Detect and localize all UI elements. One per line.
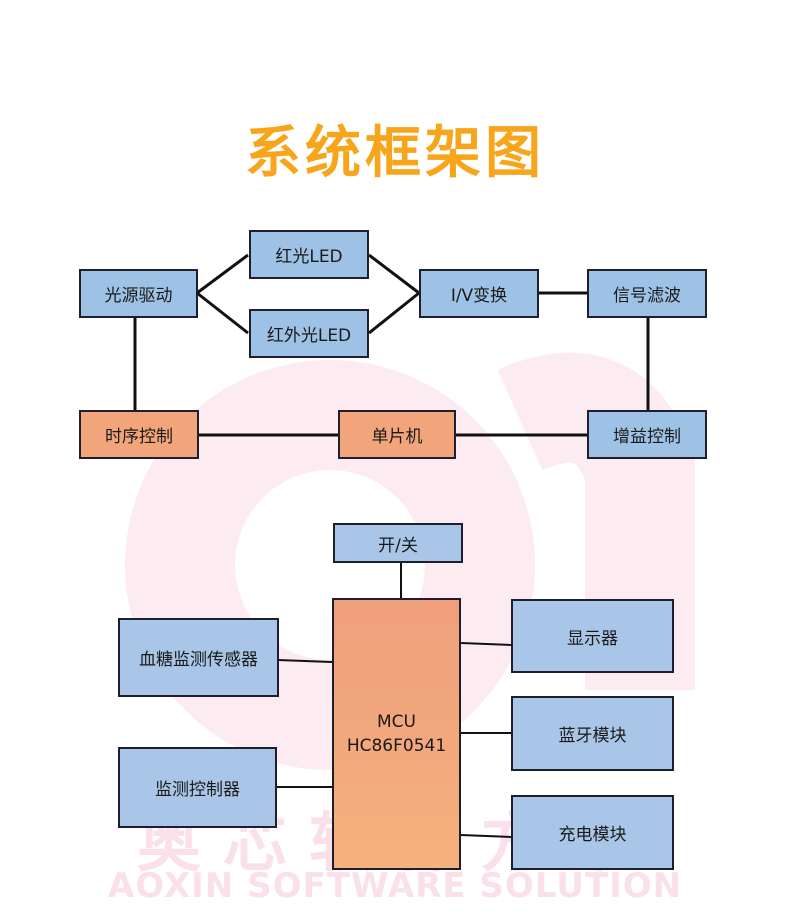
box-gain-control: 增益控制 xyxy=(587,410,707,459)
box-mcu-main: MCU HC86F0541 xyxy=(332,598,461,870)
box-iv-conversion: I/V变换 xyxy=(419,269,539,318)
line-mcu-display xyxy=(460,642,512,646)
box-timing-control: 时序控制 xyxy=(79,410,199,459)
box-glucose-sensor: 血糖监测传感器 xyxy=(118,618,279,697)
box-infrared-led: 红外光LED xyxy=(249,309,369,358)
box-display: 显示器 xyxy=(511,599,674,673)
box-red-led: 红光LED xyxy=(249,230,369,279)
box-monitor-controller: 监测控制器 xyxy=(118,747,277,828)
line-driver-ir xyxy=(196,291,249,335)
mcu-label: MCU xyxy=(377,712,416,732)
box-charging-module: 充电模块 xyxy=(511,795,674,870)
line-sensor-mcu xyxy=(277,659,333,663)
line-red-iv xyxy=(368,253,420,295)
box-bluetooth-module: 蓝牙模块 xyxy=(511,696,674,771)
line-mcu-charging xyxy=(460,834,512,838)
box-mcu-top: 单片机 xyxy=(338,410,456,459)
line-ir-iv xyxy=(368,291,420,335)
box-light-source-driver: 光源驱动 xyxy=(79,269,198,318)
watermark-english: AOXIN SOFTWARE SOLUTION xyxy=(107,866,683,906)
box-switch: 开/关 xyxy=(333,523,463,563)
line-driver-red xyxy=(196,253,249,295)
page-title: 系统框架图 xyxy=(245,121,545,186)
box-signal-filter: 信号滤波 xyxy=(587,269,707,318)
mcu-model: HC86F0541 xyxy=(346,736,447,756)
